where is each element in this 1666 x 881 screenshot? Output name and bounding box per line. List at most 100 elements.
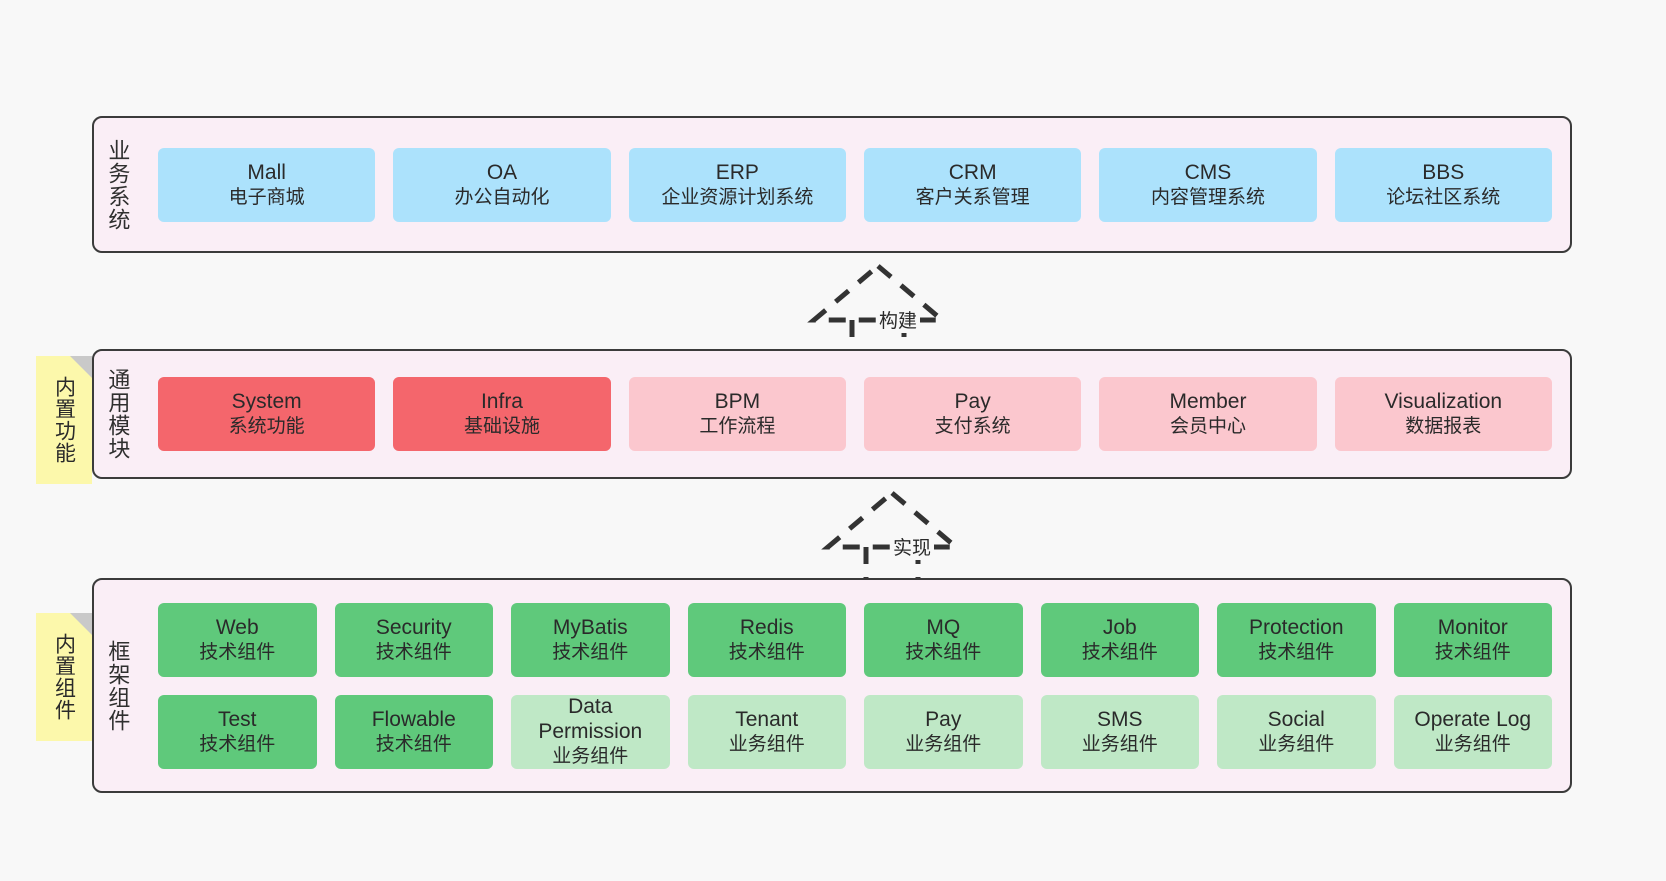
- node-mall[interactable]: Mall 电子商城: [158, 147, 376, 222]
- node-cell: Social 业务组件: [1217, 694, 1376, 769]
- node-security-subtitle: 技术组件: [375, 641, 452, 663]
- node-mybatis-subtitle: 技术组件: [552, 641, 629, 663]
- node-infra-subtitle: 基础设施: [463, 416, 540, 438]
- node-job-title: Job: [1102, 615, 1137, 639]
- node-operate-log-subtitle: 业务组件: [1434, 733, 1511, 755]
- framework-tech-components-row: Web 技术组件 Security 技术组件 MyBatis 技术组件: [158, 602, 1552, 677]
- connector-implement: 实现: [812, 489, 972, 589]
- node-cms[interactable]: CMS 内容管理系统: [1099, 147, 1317, 222]
- node-redis[interactable]: Redis 技术组件: [687, 602, 846, 677]
- node-web[interactable]: Web 技术组件: [158, 602, 317, 677]
- layer-business-title: 业务系统: [105, 138, 131, 231]
- node-crm-subtitle: 客户关系管理: [915, 186, 1030, 208]
- common-modules-row: System 系统功能 Infra 基础设施 BPM 工作流程: [158, 377, 1552, 451]
- node-member-subtitle: 会员中心: [1169, 416, 1246, 438]
- node-cell: ERP 企业资源计划系统: [628, 147, 846, 222]
- node-cell: CRM 客户关系管理: [863, 147, 1082, 222]
- node-security[interactable]: Security 技术组件: [334, 602, 493, 677]
- node-flowable-title: Flowable: [371, 707, 456, 731]
- node-member[interactable]: Member 会员中心: [1099, 377, 1317, 451]
- node-monitor-subtitle: 技术组件: [1434, 641, 1511, 663]
- node-cell: Data Permission 业务组件: [511, 694, 670, 769]
- node-cell: Pay 支付系统: [863, 377, 1082, 451]
- node-mall-title: Mall: [247, 160, 286, 184]
- node-cell: CMS 内容管理系统: [1099, 147, 1317, 222]
- node-tenant[interactable]: Tenant 业务组件: [687, 694, 846, 769]
- node-bpm[interactable]: BPM 工作流程: [628, 377, 846, 451]
- node-cell: Operate Log 业务组件: [1393, 694, 1552, 769]
- node-cell: BBS 论坛社区系统: [1334, 147, 1552, 222]
- layer-business-systems: 业务系统 Mall 电子商城 OA 办公自动化 ERP: [92, 116, 1572, 253]
- node-cell: Job 技术组件: [1040, 602, 1199, 677]
- node-redis-subtitle: 技术组件: [728, 641, 805, 663]
- node-cell: Mall 电子商城: [158, 147, 376, 222]
- node-bbs-subtitle: 论坛社区系统: [1386, 186, 1501, 208]
- node-social[interactable]: Social 业务组件: [1217, 694, 1376, 769]
- node-test-title: Test: [217, 707, 257, 731]
- note-fold-corner-icon: [70, 613, 92, 635]
- node-cell: Pay 业务组件: [864, 694, 1023, 769]
- node-erp[interactable]: ERP 企业资源计划系统: [628, 147, 846, 222]
- node-sms[interactable]: SMS 业务组件: [1040, 694, 1199, 769]
- node-system[interactable]: System 系统功能: [158, 377, 376, 451]
- node-cms-subtitle: 内容管理系统: [1150, 186, 1265, 208]
- node-pay-module[interactable]: Pay 支付系统: [863, 377, 1082, 451]
- node-cell: System 系统功能: [158, 377, 376, 451]
- node-infra[interactable]: Infra 基础设施: [393, 377, 611, 451]
- node-mybatis[interactable]: MyBatis 技术组件: [511, 602, 670, 677]
- node-system-title: System: [231, 390, 302, 413]
- node-erp-subtitle: 企业资源计划系统: [661, 186, 814, 208]
- node-mq[interactable]: MQ 技术组件: [864, 602, 1023, 677]
- note-builtin-features-label: 内置功能: [52, 376, 76, 464]
- node-protection[interactable]: Protection 技术组件: [1217, 602, 1376, 677]
- node-data-permission-title: Data Permission: [538, 694, 643, 744]
- node-mybatis-title: MyBatis: [552, 615, 628, 639]
- node-mq-subtitle: 技术组件: [905, 641, 982, 663]
- node-cell: Redis 技术组件: [687, 602, 846, 677]
- note-builtin-features: 内置功能: [36, 356, 92, 484]
- node-cell: Test 技术组件: [158, 694, 317, 769]
- node-data-permission[interactable]: Data Permission 业务组件: [511, 694, 670, 769]
- node-system-subtitle: 系统功能: [228, 416, 305, 438]
- node-sms-title: SMS: [1096, 707, 1143, 731]
- node-bbs-title: BBS: [1422, 160, 1465, 184]
- node-redis-title: Redis: [739, 615, 794, 639]
- node-data-permission-subtitle: 业务组件: [552, 746, 629, 768]
- node-oa-subtitle: 办公自动化: [454, 186, 550, 208]
- connector-build: 构建: [798, 262, 958, 362]
- node-job[interactable]: Job 技术组件: [1040, 602, 1199, 677]
- node-monitor-title: Monitor: [1437, 615, 1508, 639]
- node-pay-module-subtitle: 支付系统: [934, 416, 1011, 438]
- node-infra-title: Infra: [480, 390, 523, 413]
- node-oa[interactable]: OA 办公自动化: [393, 147, 611, 222]
- node-cell: Monitor 技术组件: [1393, 602, 1552, 677]
- node-cell: Flowable 技术组件: [334, 694, 493, 769]
- node-cell: Infra 基础设施: [393, 377, 611, 451]
- node-test-subtitle: 技术组件: [199, 733, 276, 755]
- node-monitor[interactable]: Monitor 技术组件: [1393, 602, 1552, 677]
- node-operate-log-title: Operate Log: [1414, 707, 1532, 731]
- node-flowable-subtitle: 技术组件: [375, 733, 452, 755]
- node-security-title: Security: [375, 615, 452, 639]
- node-cell: Protection 技术组件: [1217, 602, 1376, 677]
- node-sms-subtitle: 业务组件: [1081, 733, 1158, 755]
- node-cell: Web 技术组件: [158, 602, 317, 677]
- node-pay-component[interactable]: Pay 业务组件: [864, 694, 1023, 769]
- node-visualization-title: Visualization: [1384, 390, 1503, 413]
- connector-build-label: 构建: [876, 306, 921, 333]
- node-flowable[interactable]: Flowable 技术组件: [334, 694, 493, 769]
- node-cell: MQ 技术组件: [864, 602, 1023, 677]
- node-mq-title: MQ: [926, 615, 961, 639]
- node-visualization[interactable]: Visualization 数据报表: [1334, 377, 1552, 451]
- node-cms-title: CMS: [1184, 160, 1232, 184]
- layer-common-title: 通用模块: [105, 368, 131, 460]
- node-social-subtitle: 业务组件: [1258, 733, 1335, 755]
- node-bbs[interactable]: BBS 论坛社区系统: [1334, 147, 1552, 222]
- node-mall-subtitle: 电子商城: [228, 186, 305, 208]
- node-crm[interactable]: CRM 客户关系管理: [863, 147, 1082, 222]
- node-visualization-subtitle: 数据报表: [1405, 416, 1482, 438]
- node-operate-log[interactable]: Operate Log 业务组件: [1393, 694, 1552, 769]
- node-bpm-subtitle: 工作流程: [699, 416, 776, 438]
- node-test[interactable]: Test 技术组件: [158, 694, 317, 769]
